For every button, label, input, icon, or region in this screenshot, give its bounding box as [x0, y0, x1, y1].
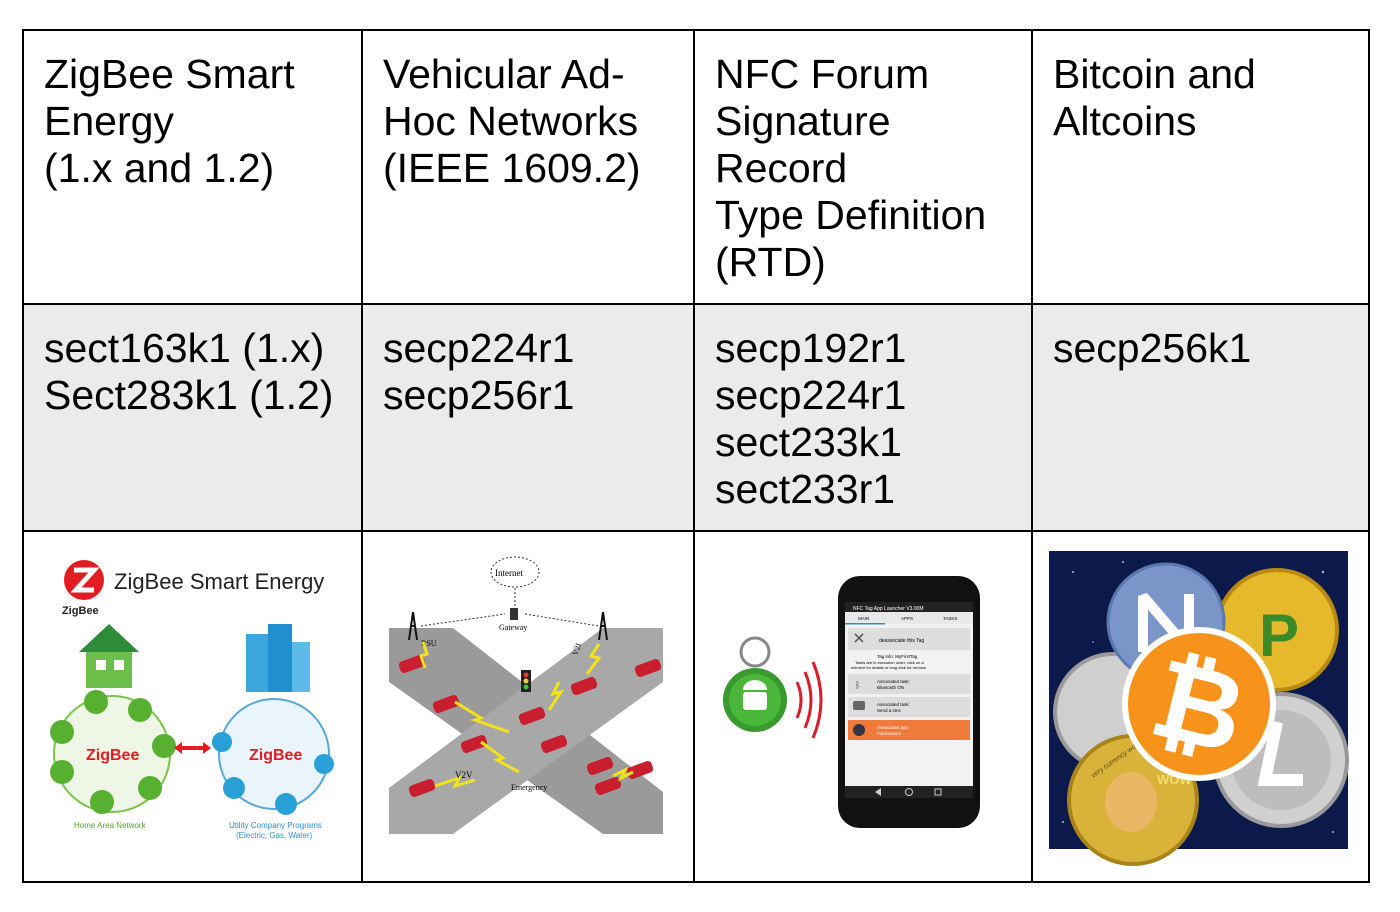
app-row-camera[interactable] — [848, 720, 970, 740]
tag-info-label: Tag info: MyFirstTag — [877, 654, 918, 659]
v2i-label: V2I — [570, 642, 583, 657]
header-row: ZigBee Smart Energy (1.x and 1.2) Vehicu… — [22, 29, 1370, 305]
task1-title: Associated task: — [877, 679, 910, 684]
house-icon — [79, 624, 139, 652]
tag-info-line2: Tasks are in execution order, click on a — [855, 660, 924, 665]
utility-caption-sub: (Electric, Gas, Water) — [236, 831, 312, 840]
image-cell-zigbee: ZigBee Smart Energy ZigBee Zig — [22, 530, 363, 883]
crypto-coins-image: P very currency wow such crypto WOW ₿ — [1049, 551, 1349, 866]
utility-network-nodes — [212, 732, 334, 815]
curves-bitcoin: secp256k1 — [1053, 325, 1252, 371]
internet-label: Internet — [495, 568, 523, 578]
recents-icon[interactable] — [934, 788, 942, 796]
tower-icon-left — [408, 611, 418, 641]
internet-cloud-icon — [490, 556, 540, 588]
image-cell-nfc: NFC Tag App Launcher V3.00M MAIN APPS TA… — [693, 530, 1033, 883]
bluetooth-icon: ᛒ — [855, 680, 860, 691]
wireless-link-icons — [419, 641, 634, 789]
curves-cell-nfc: secp192r1 secp224r1 sect233k1 sect233r1 — [693, 303, 1033, 532]
header-bitcoin: Bitcoin and Altcoins — [1053, 51, 1256, 144]
curves-nfc: secp192r1 secp224r1 sect233k1 sect233r1 — [715, 325, 907, 512]
header-zigbee: ZigBee Smart Energy (1.x and 1.2) — [44, 51, 295, 191]
zigbee-smart-energy-image: ZigBee Smart Energy ZigBee Zig — [50, 560, 334, 840]
vanet-image: Internet Gateway RSU V2I — [389, 556, 663, 834]
image-cell-vanet: Internet Gateway RSU V2I — [361, 530, 695, 883]
utility-caption: Utility Company Programs — [229, 821, 322, 830]
task2-value: Send a sms — [877, 708, 902, 713]
v2v-label: V2V — [455, 770, 473, 780]
task2-title: Associated task: — [877, 702, 910, 707]
utility-zigbee-label: ZigBee — [249, 747, 302, 764]
tab-tasks[interactable]: TASKS — [943, 616, 957, 621]
utility-network-ring — [218, 698, 330, 810]
header-cell-nfc: NFC Forum Signature Record Type Definiti… — [693, 29, 1033, 305]
header-cell-bitcoin: Bitcoin and Altcoins — [1031, 29, 1370, 305]
deassociate-label: deassociate this Tag — [879, 638, 924, 644]
tab-main[interactable]: MAIN — [858, 616, 869, 621]
nfc-app-title: NFC Tag App Launcher V3.00M — [853, 606, 924, 612]
header-vanet: Vehicular Ad- Hoc Networks (IEEE 1609.2) — [383, 51, 641, 191]
sms-icon — [853, 701, 865, 710]
gateway-icon — [510, 608, 518, 620]
app-title-label: Associated app: — [877, 725, 909, 730]
home-area-caption: Home Area Network — [74, 821, 147, 830]
nfc-image: NFC Tag App Launcher V3.00M MAIN APPS TA… — [723, 576, 980, 828]
key-ring-icon — [739, 636, 771, 668]
camera-icon — [853, 724, 865, 736]
back-icon[interactable] — [875, 788, 881, 796]
close-icon — [854, 633, 864, 643]
curves-cell-bitcoin: secp256k1 — [1031, 303, 1370, 532]
rsu-label: RSU — [421, 639, 437, 648]
gateway-label: Gateway — [499, 623, 527, 632]
deassociate-button[interactable] — [848, 628, 970, 650]
zigbee-logo-text: ZigBee — [62, 605, 99, 617]
tower-icon-right — [598, 611, 608, 641]
home-zigbee-label: ZigBee — [86, 747, 139, 764]
curves-cell-zigbee: sect163k1 (1.x) Sect283k1 (1.2) — [22, 303, 363, 532]
images-row: ZigBee Smart Energy ZigBee Zig — [22, 530, 1370, 883]
task1-value: Bluetooth ON — [877, 685, 904, 690]
building-icon — [246, 624, 310, 692]
vehicle-icons — [398, 655, 662, 797]
tag-info-line3: element for details or long click for re… — [851, 665, 927, 670]
header-nfc: NFC Forum Signature Record Type Definiti… — [715, 51, 987, 285]
header-cell-zigbee: ZigBee Smart Energy (1.x and 1.2) — [22, 29, 363, 305]
task-row-bluetooth[interactable] — [848, 674, 970, 694]
comparison-table: ZigBee Smart Energy (1.x and 1.2) Vehicu… — [22, 29, 1370, 883]
image-cell-bitcoin: P very currency wow such crypto WOW ₿ — [1031, 530, 1370, 883]
header-cell-vanet: Vehicular Ad- Hoc Networks (IEEE 1609.2) — [361, 29, 695, 305]
zigbee-image-title: ZigBee Smart Energy — [114, 569, 324, 594]
curves-row: sect163k1 (1.x) Sect283k1 (1.2) secp224r… — [22, 303, 1370, 532]
emergency-label: Emergency — [511, 783, 547, 792]
curves-vanet: secp224r1 secp256r1 — [383, 325, 575, 418]
curves-cell-vanet: secp224r1 secp256r1 — [361, 303, 695, 532]
home-network-nodes — [50, 690, 176, 814]
nfc-wave-icon — [795, 661, 823, 739]
task-row-sms[interactable] — [848, 697, 970, 717]
tab-apps[interactable]: APPS — [901, 616, 913, 621]
curves-zigbee: sect163k1 (1.x) Sect283k1 (1.2) — [44, 325, 334, 418]
app-value-label: Fotocamera — [877, 731, 902, 736]
home-icon[interactable] — [905, 788, 913, 796]
bitcoin-icon — [1122, 627, 1276, 781]
svg-text:P: P — [1259, 602, 1299, 669]
